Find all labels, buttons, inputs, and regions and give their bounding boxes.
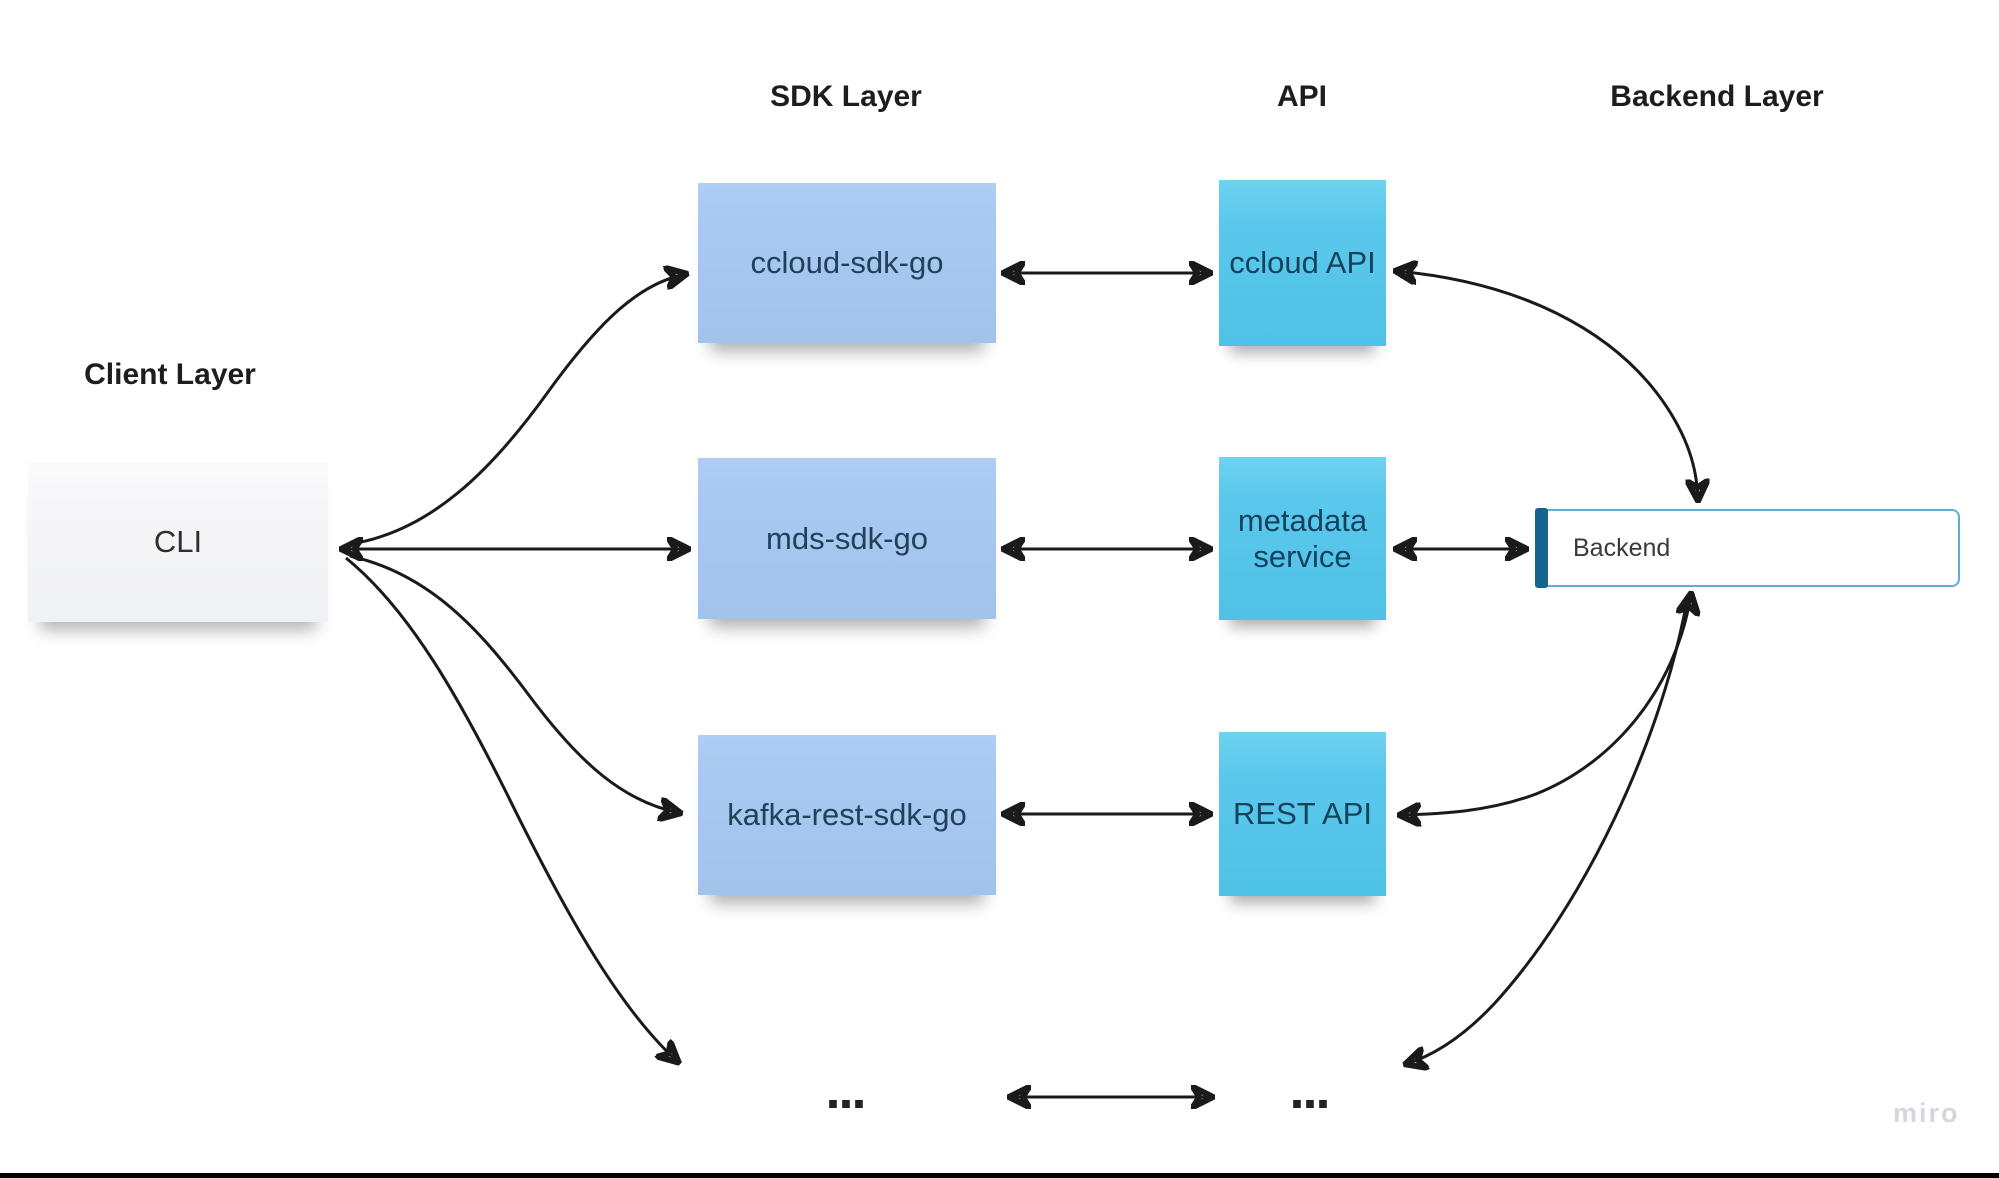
node-ccloud-api[interactable]: ccloud API — [1219, 180, 1386, 346]
node-cli[interactable]: CLI — [28, 462, 328, 622]
node-rest-api-label: REST API — [1233, 796, 1372, 831]
node-ccloud-api-label: ccloud API — [1229, 245, 1376, 280]
header-client-layer[interactable]: Client Layer — [84, 358, 256, 391]
header-sdk-layer[interactable]: SDK Layer — [770, 80, 922, 113]
node-metadata-service-label: metadata service — [1237, 502, 1368, 574]
connector-cli-kafka-rest-sdk-go[interactable] — [349, 554, 680, 813]
header-api[interactable]: API — [1276, 80, 1328, 113]
miro-logo: miro — [1893, 1098, 1960, 1128]
connector-cli-ellipsis[interactable] — [345, 556, 678, 1062]
node-rest-api[interactable]: REST API — [1219, 732, 1386, 896]
header-backend-layer[interactable]: Backend Layer — [1610, 80, 1824, 113]
connector-cli-ccloud-sdk-go[interactable] — [349, 274, 686, 546]
node-backend-label: Backend — [1573, 533, 1671, 562]
node-backend[interactable]: Backend — [1535, 508, 1960, 588]
node-cli-label: CLI — [153, 524, 203, 559]
node-ccloud-sdk-go[interactable]: ccloud-sdk-go — [698, 183, 996, 343]
node-metadata-service[interactable]: metadata service — [1219, 457, 1386, 620]
connector-backend-ellipsis[interactable] — [1406, 599, 1689, 1064]
backend-accent-bar — [1535, 508, 1548, 588]
node-mds-sdk-go-label: mds-sdk-go — [766, 520, 928, 556]
ellipsis-api[interactable]: ... — [1289, 1060, 1330, 1120]
connector-ccloud-api-backend[interactable] — [1396, 271, 1698, 500]
node-kafka-rest-sdk-go[interactable]: kafka-rest-sdk-go — [698, 735, 996, 895]
node-ccloud-sdk-go-label: ccloud-sdk-go — [750, 245, 944, 280]
bottom-edge-bar — [0, 1173, 1999, 1178]
node-kafka-rest-sdk-go-label: kafka-rest-sdk-go — [727, 797, 967, 832]
connector-backend-rest-api[interactable] — [1400, 594, 1691, 815]
ellipsis-sdk[interactable]: ... — [825, 1060, 866, 1120]
node-mds-sdk-go[interactable]: mds-sdk-go — [698, 458, 996, 619]
